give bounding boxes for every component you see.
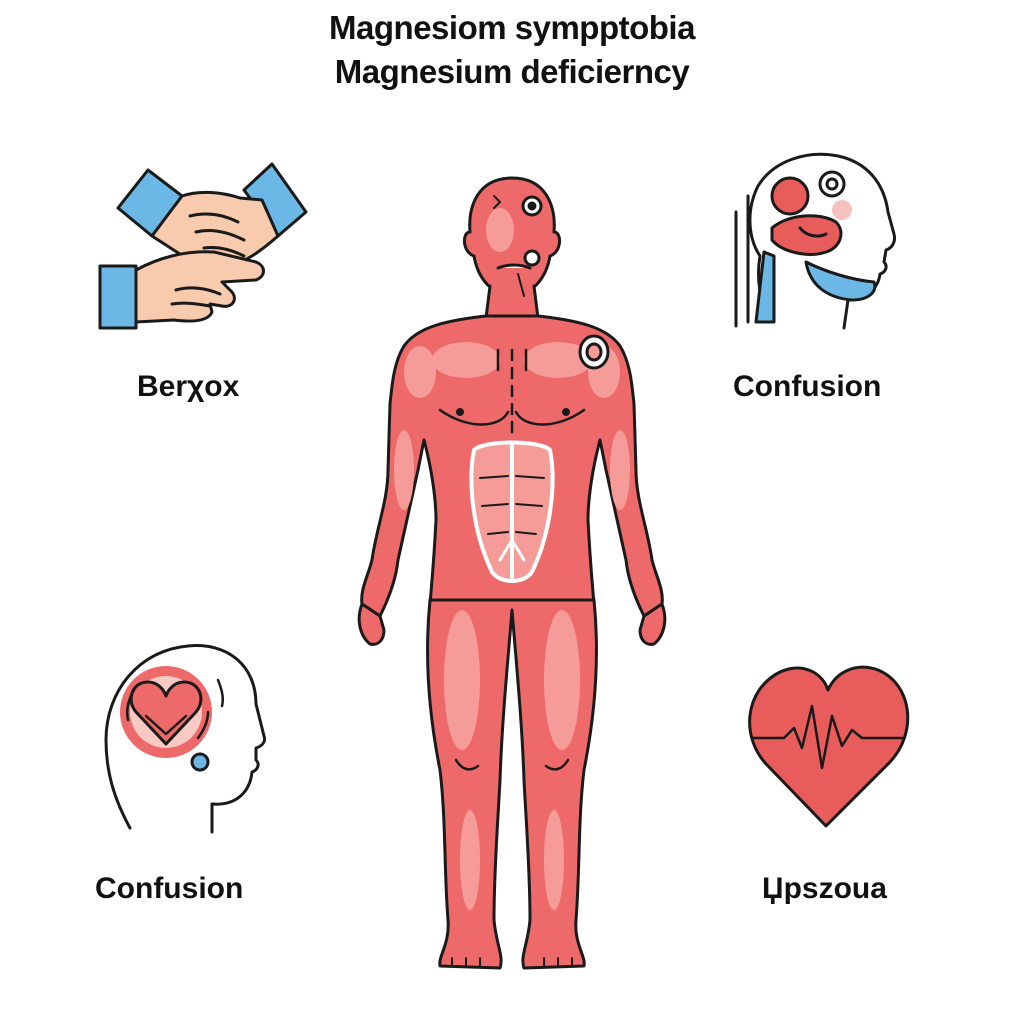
title-line-1: Magnesiom sympptobia (329, 9, 695, 46)
title-block: Magnesiom sympptobia Magnesium deficiern… (0, 6, 1024, 94)
hands-icon (98, 162, 308, 330)
label-top-right: Confusion (733, 370, 882, 403)
human-muscle-figure (357, 176, 667, 970)
head-heart-icon (104, 644, 266, 834)
label-top-left: Berχox (137, 370, 240, 403)
head-brain-icon (734, 152, 896, 330)
title-line-2: Magnesium deficierncy (334, 53, 690, 90)
label-bottom-right: Џpszoua (762, 872, 887, 905)
heart-ecg-icon (748, 665, 910, 828)
label-bottom-left: Confusion (95, 872, 244, 905)
